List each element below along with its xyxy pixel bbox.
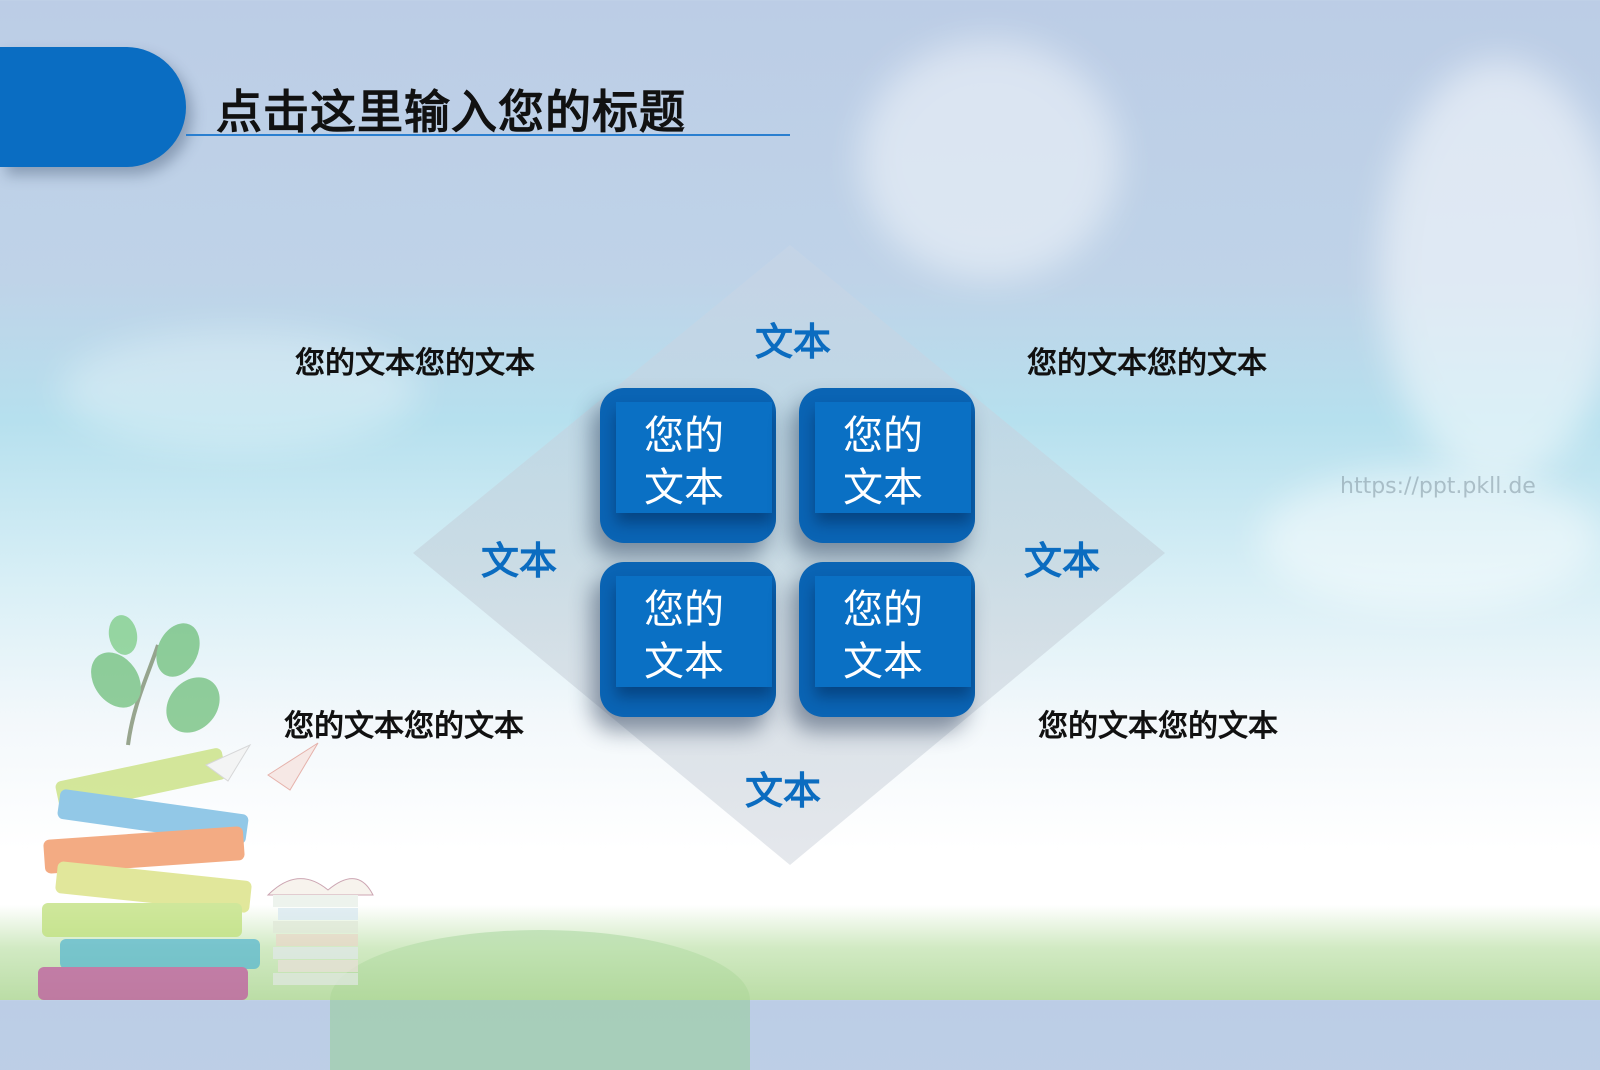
watermark-text: https://ppt.pkll.de: [1340, 474, 1536, 499]
tile-text: 您的 文本: [600, 584, 776, 688]
tile-text: 您的 文本: [600, 410, 776, 514]
corner-text-top-right[interactable]: 您的文本您的文本: [1027, 346, 1267, 381]
axis-label-right[interactable]: 文本: [1024, 539, 1101, 583]
tile-line-1: 您的: [843, 413, 923, 459]
tile-top-right[interactable]: 您的 文本: [799, 388, 975, 543]
axis-label-bottom[interactable]: 文本: [745, 769, 822, 813]
axis-label-left[interactable]: 文本: [481, 539, 558, 583]
tile-line-1: 您的: [843, 587, 923, 633]
tile-face: [616, 402, 772, 513]
tile-line-1: 您的: [644, 413, 724, 459]
tile-line-2: 文本: [843, 639, 923, 685]
tile-line-2: 文本: [644, 639, 724, 685]
axis-label-top[interactable]: 文本: [755, 320, 832, 364]
tile-line-1: 您的: [644, 587, 724, 633]
tile-text: 您的 文本: [799, 410, 975, 514]
cloud-background: [860, 40, 1120, 280]
slide-title[interactable]: 点击这里输入您的标题: [216, 85, 686, 139]
corner-text-bottom-right[interactable]: 您的文本您的文本: [1038, 709, 1278, 744]
book-stack-illustration: [38, 615, 374, 1000]
corner-text-bottom-left[interactable]: 您的文本您的文本: [284, 709, 524, 744]
grass-illustration: [0, 905, 1600, 1000]
tile-face: [815, 576, 971, 687]
cloud-background: [1380, 60, 1600, 480]
paper-plane-icon: [205, 742, 319, 791]
tile-top-left[interactable]: 您的 文本: [600, 388, 776, 543]
tile-bottom-right[interactable]: 您的 文本: [799, 562, 975, 717]
title-accent-bar: [0, 47, 186, 167]
open-book-icon: [266, 878, 374, 985]
tile-text: 您的 文本: [799, 584, 975, 688]
corner-text-top-left[interactable]: 您的文本您的文本: [295, 346, 535, 381]
tile-bottom-left[interactable]: 您的 文本: [600, 562, 776, 717]
cloud-background: [1260, 470, 1600, 610]
tile-face: [616, 576, 772, 687]
tile-line-2: 文本: [843, 465, 923, 511]
tile-line-2: 文本: [644, 465, 724, 511]
sprout-icon: [91, 615, 220, 746]
title-underline: [186, 134, 790, 136]
cloud-background: [60, 330, 420, 450]
tile-face: [815, 402, 971, 513]
